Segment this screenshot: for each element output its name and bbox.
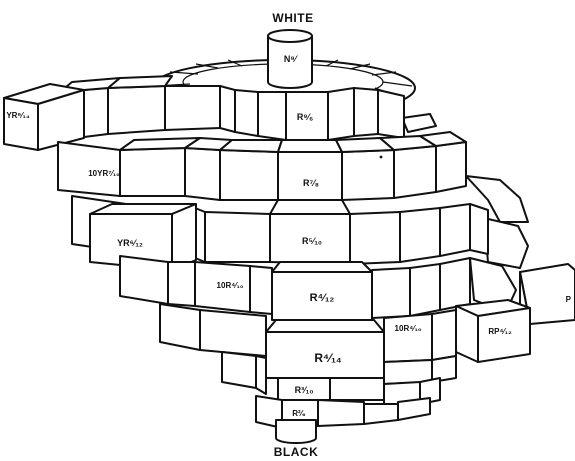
chip-label-yr6: YR⁶⁄₁₂: [117, 238, 143, 248]
neutral-axis-top: [267, 29, 313, 89]
print-speck: [379, 155, 383, 159]
chip-label-n9: N⁹⁄: [284, 54, 299, 64]
value-ring-7: [57, 131, 467, 201]
chip-yr6: [89, 203, 197, 271]
value-ring-5: [71, 195, 489, 265]
black-label: BLACK: [274, 445, 319, 459]
chip-label-r9: R⁹⁄₆: [297, 112, 313, 122]
chip-label-r2: R²⁄₆: [292, 409, 306, 418]
chip-label-yr9: YR⁹⁄₁₄: [6, 111, 30, 120]
right-spiral-edge: [401, 113, 529, 313]
white-label: WHITE: [272, 11, 313, 25]
chip-label-r4-14: R⁴⁄₁₄: [314, 351, 342, 365]
chip-label-r3: R³⁄₁₀: [295, 385, 314, 395]
chip-rp4: [455, 299, 531, 363]
value-ring-3: [159, 303, 457, 385]
value-ring-1: [255, 395, 431, 429]
chip-r4-14: [265, 319, 385, 379]
chip-label-10r4-left: 10R⁴⁄₁₀: [217, 281, 244, 290]
chip-label-r5: R⁵⁄₁₀: [302, 236, 322, 246]
chip-label-rp4: RP⁴⁄₁₂: [488, 327, 512, 336]
chip-label-10yr7: 10YR⁷⁄₁₀: [88, 169, 120, 178]
chip-label-edge-right: P: [566, 295, 572, 304]
neutral-axis-bottom: [275, 419, 317, 444]
chip-label-r4-12: R⁴⁄₁₂: [310, 292, 335, 304]
chip-r4-12: [271, 261, 373, 321]
chip-label-r7: R⁷⁄₈: [303, 178, 319, 188]
chip-label-10r4-right: 10R⁴⁄₁₀: [395, 324, 422, 333]
chip-yr9: [3, 83, 85, 151]
